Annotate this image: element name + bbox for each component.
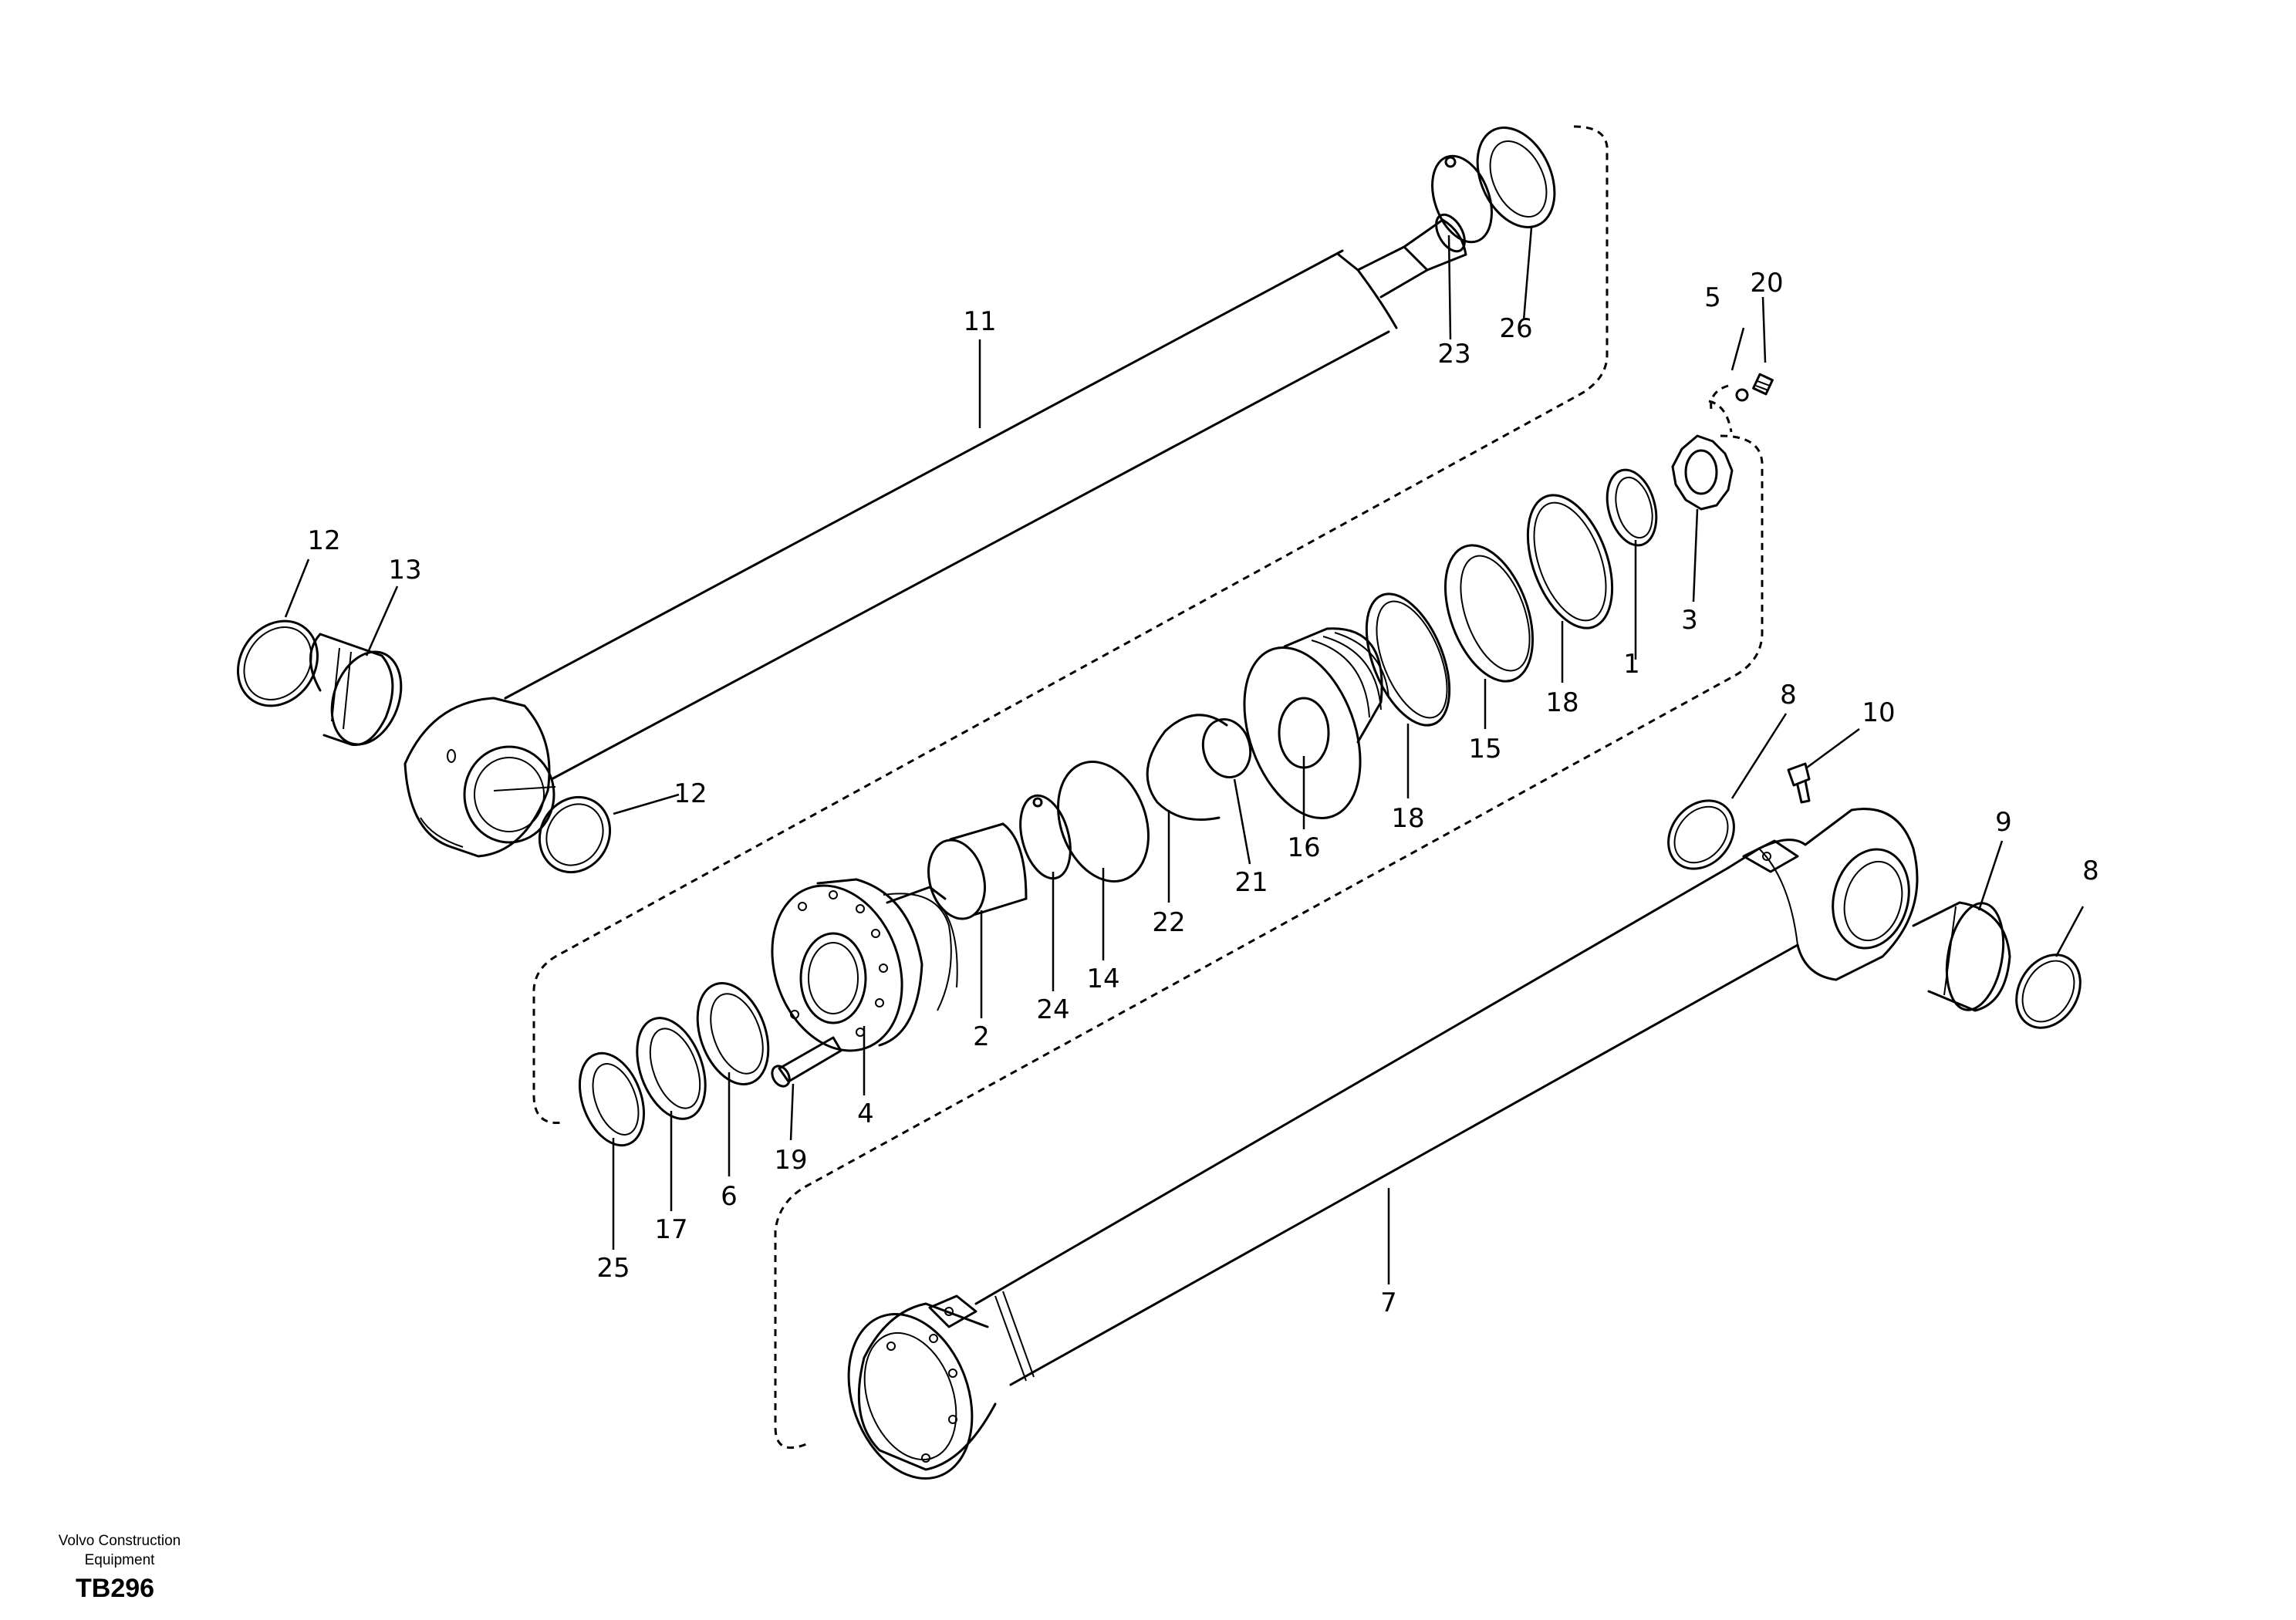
callout-4: 4 <box>857 1099 874 1129</box>
assembly-guide-plug <box>1710 384 1729 410</box>
seal-ring-upper <box>236 619 319 707</box>
seal-ring-base-left <box>1667 799 1735 870</box>
snap-ring-24 <box>1019 794 1072 880</box>
cylinder-head <box>771 878 958 1052</box>
snap-ring-rod-end <box>1431 154 1493 244</box>
set-screw <box>1752 373 1774 396</box>
callout-19: 19 <box>774 1145 807 1176</box>
callout-5: 5 <box>1704 282 1721 313</box>
assembly-guide-lower <box>774 434 1764 1450</box>
piston <box>1243 627 1389 820</box>
steel-ball <box>1735 388 1749 402</box>
callout-21: 21 <box>1234 867 1268 898</box>
bushing-upper <box>309 633 403 747</box>
callout-12-upper: 12 <box>307 525 340 556</box>
snap-ring-14 <box>1057 761 1150 883</box>
callout-18-upper: 18 <box>1545 687 1578 718</box>
assembly-guide-upper <box>532 125 1609 1125</box>
callout-7: 7 <box>1380 1288 1397 1318</box>
drawing-code: TB296 <box>76 1574 155 1603</box>
socket-head-bolt <box>771 1036 842 1088</box>
dust-seal <box>696 982 770 1085</box>
retaining-plate <box>1476 127 1556 228</box>
callout-12-rod-eye: 12 <box>674 778 707 809</box>
callout-26: 26 <box>1499 313 1532 344</box>
buffer-ring <box>578 1051 646 1147</box>
company-credit: Volvo Construction Equipment <box>58 1533 181 1568</box>
callout-17: 17 <box>654 1214 687 1245</box>
backup-ring <box>1146 714 1228 821</box>
callout-9: 9 <box>1995 807 2012 838</box>
assembly-guide-nut <box>1708 400 1733 433</box>
callout-15: 15 <box>1468 734 1501 764</box>
callout-18-lower: 18 <box>1391 803 1424 834</box>
callout-8-right: 8 <box>2082 856 2099 886</box>
piston-seal <box>1443 544 1535 683</box>
callout-13: 13 <box>388 555 421 586</box>
bushing-base <box>1912 901 2011 1012</box>
seal-ring-rod-eye <box>538 795 612 874</box>
piston-nut <box>1671 434 1734 511</box>
callout-6: 6 <box>721 1181 738 1212</box>
callout-2: 2 <box>973 1021 990 1052</box>
callout-3: 3 <box>1681 605 1698 636</box>
callout-14: 14 <box>1086 964 1119 994</box>
callout-22: 22 <box>1152 907 1185 938</box>
wear-ring-upper <box>1526 494 1614 629</box>
cylinder-tube <box>847 808 1919 1480</box>
callout-10: 10 <box>1862 697 1895 728</box>
callout-25: 25 <box>596 1253 630 1284</box>
grease-fitting <box>1787 762 1811 804</box>
callout-20: 20 <box>1750 268 1783 299</box>
callout-23: 23 <box>1437 339 1470 370</box>
wear-ring-lower <box>1365 592 1451 727</box>
callout-24: 24 <box>1036 994 1069 1025</box>
rod-seal <box>636 1017 707 1120</box>
o-ring-1 <box>1606 468 1658 547</box>
callout-8-left: 8 <box>1780 680 1797 710</box>
callout-16: 16 <box>1287 832 1320 863</box>
callout-11: 11 <box>963 306 996 337</box>
leader-lines <box>284 227 2085 1284</box>
bushing-head <box>927 822 1028 920</box>
seal-ring-base-right <box>2015 953 2082 1029</box>
piston-rod <box>403 213 1467 858</box>
callout-1: 1 <box>1623 649 1640 680</box>
